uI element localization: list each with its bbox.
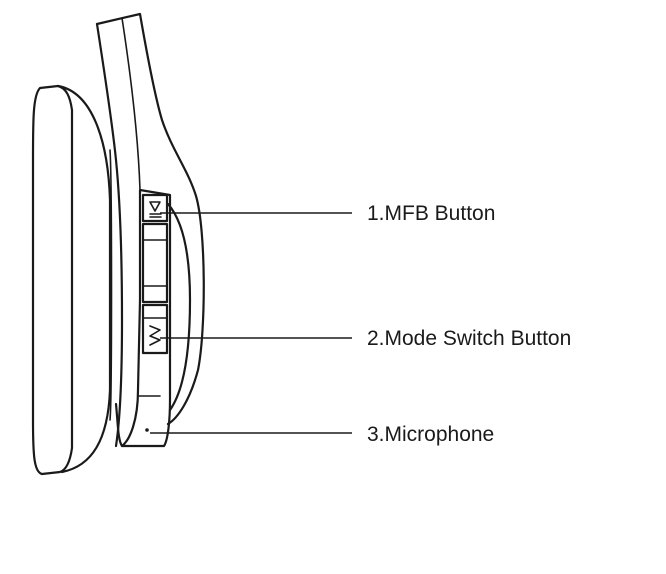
callout-mfb-button: 1.MFB Button	[367, 202, 495, 225]
mfb-button	[141, 193, 169, 223]
headband-arm	[95, 12, 205, 448]
microphone-hole-icon	[145, 428, 149, 432]
play-pause-icon	[149, 201, 162, 218]
ear-cup	[114, 188, 192, 448]
callout-mode-switch-button: 2.Mode Switch Button	[367, 327, 571, 350]
ear-cushion	[31, 84, 113, 476]
mode-switch-button	[141, 303, 169, 355]
mode-switch-icon	[149, 325, 161, 346]
volume-rocker	[141, 222, 169, 304]
callout-microphone: 3.Microphone	[367, 423, 494, 446]
